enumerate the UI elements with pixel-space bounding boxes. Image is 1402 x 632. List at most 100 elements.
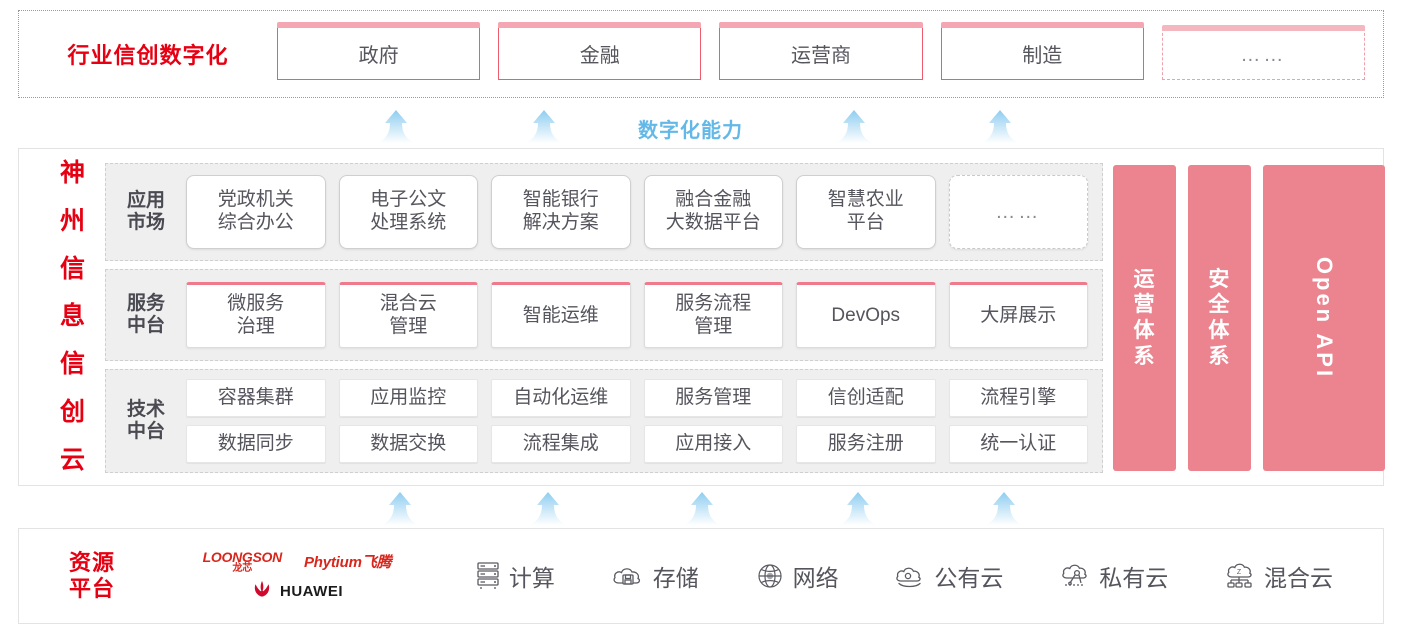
- up-arrow-icon: [838, 492, 878, 526]
- tech-card-label: 流程引擎: [980, 386, 1057, 408]
- industry-card-label: 政府: [358, 45, 399, 67]
- tech-card-app-monitoring[interactable]: 应用监控: [338, 379, 478, 417]
- cloud-side-title-char: 信: [59, 350, 86, 379]
- tech-card-data-sync[interactable]: 数据同步: [186, 425, 326, 463]
- app-card-more[interactable]: ……: [948, 175, 1088, 249]
- row-service-platform: 服务中台 微服务治理 混合云管理 智能运维 服务流程管理: [105, 269, 1103, 361]
- industry-band: 行业信创数字化 政府 金融 运营商 制造 ……: [18, 10, 1384, 98]
- row-label-tech-platform: 技术中台: [126, 398, 165, 442]
- pillar-label: 运营 体系: [1133, 267, 1156, 368]
- app-card-label: 电子公文处理系统: [370, 189, 447, 233]
- resource-item-compute[interactable]: 计算: [475, 559, 555, 593]
- phytium-logo: Phytium飞腾: [303, 554, 392, 571]
- tech-card-label: 服务注册: [827, 432, 904, 454]
- tech-card-process-integration[interactable]: 流程集成: [491, 425, 631, 463]
- service-card-microservice-governance[interactable]: 微服务治理: [186, 282, 326, 348]
- pillar-open-api[interactable]: Open API: [1262, 165, 1386, 471]
- resource-item-label: 计算: [508, 565, 555, 591]
- industry-card-label: 制造: [1022, 45, 1063, 67]
- tech-card-label: 自动化运维: [513, 386, 609, 408]
- app-card-smart-agriculture[interactable]: 智慧农业平台: [796, 175, 936, 249]
- resource-item-private-cloud[interactable]: 私有云: [1059, 559, 1168, 593]
- cloud-platform-box: 神 州 信 息 信 创 云 应用市场 党政机关综合办公 电子公文处理系统: [18, 148, 1386, 486]
- industry-card-label: 运营商: [791, 45, 851, 67]
- tech-card-label: 服务管理: [675, 386, 752, 408]
- cloud-side-title-char: 息: [59, 302, 86, 331]
- tech-card-container-cluster[interactable]: 容器集群: [186, 379, 326, 417]
- service-card-label: 混合云管理: [379, 293, 437, 337]
- huawei-logo: HUAWEI: [251, 580, 343, 603]
- service-card-devops[interactable]: DevOps: [796, 282, 936, 348]
- app-card-label: 党政机关综合办公: [217, 189, 294, 233]
- cloud-storage-icon: [611, 562, 645, 590]
- tech-card-xinchuang-adaptation[interactable]: 信创适配: [796, 379, 936, 417]
- industry-card-more[interactable]: ……: [1161, 25, 1366, 80]
- industry-card-label: 金融: [579, 45, 620, 67]
- service-card-process-mgmt[interactable]: 服务流程管理: [643, 282, 783, 348]
- app-card-smart-bank[interactable]: 智能银行解决方案: [491, 175, 631, 249]
- loongson-logo-subtext: 龙芯: [232, 562, 253, 574]
- up-arrow-icon: [984, 492, 1024, 526]
- industry-card-government[interactable]: 政府: [277, 22, 481, 80]
- up-arrow-icon: [980, 110, 1020, 144]
- pillar-operations-system[interactable]: 运营 体系: [1113, 165, 1176, 471]
- app-card-label: 智能银行解决方案: [522, 189, 599, 233]
- huawei-logo-text: HUAWEI: [280, 582, 343, 600]
- resource-item-list: 计算 存储: [447, 559, 1383, 593]
- resource-item-label: 公有云: [934, 565, 1004, 591]
- tech-card-service-mgmt[interactable]: 服务管理: [643, 379, 783, 417]
- vendor-logo-row-2: HUAWEI: [251, 580, 343, 603]
- resource-band-title: 资源平台: [68, 549, 115, 601]
- cloud-side-title-char: 云: [59, 445, 86, 474]
- app-card-government-office[interactable]: 党政机关综合办公: [186, 175, 326, 249]
- app-card-label: 智慧农业平台: [827, 189, 904, 233]
- resource-item-hybrid-cloud[interactable]: Z 混合云: [1224, 559, 1333, 593]
- industry-card-telecom[interactable]: 运营商: [719, 22, 923, 80]
- row-application-market: 应用市场 党政机关综合办公 电子公文处理系统 智能银行解决方案 融合金融大数据平…: [105, 163, 1103, 261]
- service-card-label: 智能运维: [522, 304, 599, 326]
- pillar-label: Open API: [1311, 256, 1337, 380]
- tech-card-data-exchange[interactable]: 数据交换: [338, 425, 478, 463]
- app-card-edoc-system[interactable]: 电子公文处理系统: [338, 175, 478, 249]
- resource-item-label: 网络: [792, 565, 839, 591]
- resource-item-label: 存储: [652, 565, 699, 591]
- svg-text:Z: Z: [1237, 569, 1242, 576]
- loongson-logo: LOONGSON 龙芯: [202, 548, 283, 574]
- tech-platform-row-2: 数据同步 数据交换 流程集成 应用接入 服务注册: [186, 425, 1088, 463]
- resource-item-storage[interactable]: 存储: [611, 559, 699, 593]
- app-card-label: ……: [995, 201, 1042, 223]
- tech-card-label: 信创适配: [827, 386, 904, 408]
- up-arrow-icon: [682, 492, 722, 526]
- row-label-application-market: 应用市场: [126, 189, 165, 233]
- cloud-side-title-char: 创: [59, 398, 86, 427]
- industry-card-finance[interactable]: 金融: [498, 22, 702, 80]
- tech-card-automation-ops[interactable]: 自动化运维: [491, 379, 631, 417]
- app-card-finance-bigdata[interactable]: 融合金融大数据平台: [643, 175, 783, 249]
- tech-card-service-registry[interactable]: 服务注册: [796, 425, 936, 463]
- tech-card-app-access[interactable]: 应用接入: [643, 425, 783, 463]
- industry-card-label: ……: [1240, 43, 1287, 66]
- service-card-hybrid-cloud-mgmt[interactable]: 混合云管理: [338, 282, 478, 348]
- app-card-label: 融合金融大数据平台: [665, 189, 761, 233]
- cloud-pillars: 运营 体系 安全 体系 Open API: [1113, 165, 1386, 471]
- service-card-label: 服务流程管理: [675, 293, 752, 337]
- up-arrow-icon: [524, 110, 564, 144]
- service-card-dashboard[interactable]: 大屏展示: [948, 282, 1088, 348]
- private-cloud-icon: [1059, 561, 1091, 591]
- public-cloud-icon: [894, 562, 926, 590]
- service-card-aiops[interactable]: 智能运维: [491, 282, 631, 348]
- industry-card-manufacturing[interactable]: 制造: [940, 22, 1145, 80]
- tech-card-process-engine[interactable]: 流程引擎: [948, 379, 1088, 417]
- loongson-logo-text: LOONGSON: [202, 548, 283, 565]
- tech-card-unified-auth[interactable]: 统一认证: [948, 425, 1088, 463]
- cloud-side-title-char: 神: [59, 159, 86, 187]
- row-label-service-platform: 服务中台: [126, 292, 165, 336]
- tech-card-label: 应用监控: [370, 386, 447, 408]
- resource-item-public-cloud[interactable]: 公有云: [894, 559, 1003, 593]
- service-card-label: 微服务治理: [227, 293, 285, 337]
- pillar-security-system[interactable]: 安全 体系: [1187, 165, 1251, 471]
- tech-platform-cells: 容器集群 应用监控 自动化运维 服务管理 信创适配: [180, 370, 1102, 472]
- resource-item-network[interactable]: 网络: [755, 559, 839, 593]
- vendor-logo-row-1: LOONGSON 龙芯 Phytium飞腾: [203, 550, 392, 574]
